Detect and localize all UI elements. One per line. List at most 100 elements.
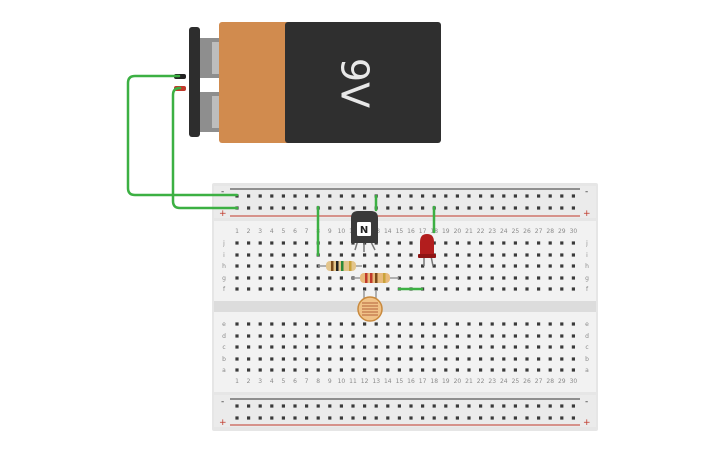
rail-hole-top-plus[interactable] <box>328 206 332 210</box>
terminal-hole-g[interactable] <box>293 276 297 280</box>
terminal-hole-h[interactable] <box>467 264 471 268</box>
terminal-hole-d[interactable] <box>235 334 239 338</box>
terminal-hole-e[interactable] <box>397 322 401 326</box>
terminal-hole-a[interactable] <box>432 368 436 372</box>
terminal-hole-a[interactable] <box>247 368 251 372</box>
terminal-hole-j[interactable] <box>571 241 575 245</box>
terminal-hole-b[interactable] <box>386 357 390 361</box>
rail-hole-bottom-minus[interactable] <box>421 404 425 408</box>
terminal-hole-i[interactable] <box>235 253 239 257</box>
terminal-hole-i[interactable] <box>490 253 494 257</box>
terminal-hole-d[interactable] <box>502 334 506 338</box>
terminal-hole-d[interactable] <box>374 334 378 338</box>
rail-hole-top-plus[interactable] <box>513 206 517 210</box>
terminal-hole-i[interactable] <box>537 253 541 257</box>
terminal-hole-a[interactable] <box>339 368 343 372</box>
rail-hole-bottom-plus[interactable] <box>397 416 401 420</box>
terminal-hole-j[interactable] <box>513 241 517 245</box>
terminal-hole-a[interactable] <box>525 368 529 372</box>
terminal-hole-j[interactable] <box>432 241 436 245</box>
terminal-hole-h[interactable] <box>305 264 309 268</box>
rail-hole-bottom-minus[interactable] <box>247 404 251 408</box>
terminal-hole-f[interactable] <box>467 287 471 291</box>
terminal-hole-f[interactable] <box>363 287 367 291</box>
rail-hole-bottom-plus[interactable] <box>305 416 309 420</box>
rail-hole-bottom-minus[interactable] <box>258 404 262 408</box>
terminal-hole-d[interactable] <box>455 334 459 338</box>
terminal-hole-f[interactable] <box>247 287 251 291</box>
rail-hole-bottom-minus[interactable] <box>502 404 506 408</box>
rail-hole-bottom-plus[interactable] <box>351 416 355 420</box>
rail-hole-top-plus[interactable] <box>560 206 564 210</box>
terminal-hole-a[interactable] <box>281 368 285 372</box>
terminal-hole-e[interactable] <box>432 322 436 326</box>
rail-hole-bottom-plus[interactable] <box>560 416 564 420</box>
rail-hole-top-plus[interactable] <box>363 206 367 210</box>
terminal-hole-f[interactable] <box>432 287 436 291</box>
breadboard-holes[interactable] <box>235 194 575 420</box>
rail-hole-bottom-minus[interactable] <box>305 404 309 408</box>
terminal-hole-c[interactable] <box>513 345 517 349</box>
rail-hole-top-minus[interactable] <box>421 194 425 198</box>
terminal-hole-f[interactable] <box>444 287 448 291</box>
terminal-hole-b[interactable] <box>258 357 262 361</box>
terminal-hole-d[interactable] <box>316 334 320 338</box>
rail-hole-bottom-plus[interactable] <box>571 416 575 420</box>
terminal-hole-c[interactable] <box>502 345 506 349</box>
rail-hole-top-plus[interactable] <box>281 206 285 210</box>
terminal-hole-b[interactable] <box>513 357 517 361</box>
terminal-hole-i[interactable] <box>397 253 401 257</box>
rail-hole-bottom-plus[interactable] <box>235 416 239 420</box>
terminal-hole-j[interactable] <box>444 241 448 245</box>
terminal-hole-h[interactable] <box>490 264 494 268</box>
rail-hole-top-minus[interactable] <box>432 194 436 198</box>
terminal-hole-d[interactable] <box>409 334 413 338</box>
terminal-hole-j[interactable] <box>235 241 239 245</box>
terminal-hole-i[interactable] <box>513 253 517 257</box>
terminal-hole-i[interactable] <box>386 253 390 257</box>
terminal-hole-g[interactable] <box>409 276 413 280</box>
rail-hole-bottom-plus[interactable] <box>374 416 378 420</box>
terminal-hole-i[interactable] <box>502 253 506 257</box>
terminal-hole-d[interactable] <box>293 334 297 338</box>
terminal-hole-h[interactable] <box>258 264 262 268</box>
terminal-hole-b[interactable] <box>537 357 541 361</box>
terminal-hole-a[interactable] <box>235 368 239 372</box>
terminal-hole-g[interactable] <box>444 276 448 280</box>
rail-hole-bottom-minus[interactable] <box>455 404 459 408</box>
terminal-hole-f[interactable] <box>281 287 285 291</box>
rail-hole-bottom-plus[interactable] <box>409 416 413 420</box>
rail-hole-bottom-minus[interactable] <box>537 404 541 408</box>
terminal-hole-b[interactable] <box>490 357 494 361</box>
terminal-hole-b[interactable] <box>455 357 459 361</box>
rail-hole-top-plus[interactable] <box>490 206 494 210</box>
terminal-hole-h[interactable] <box>270 264 274 268</box>
rail-hole-bottom-plus[interactable] <box>513 416 517 420</box>
rail-hole-bottom-minus[interactable] <box>397 404 401 408</box>
rail-hole-top-minus[interactable] <box>293 194 297 198</box>
rail-hole-top-minus[interactable] <box>455 194 459 198</box>
terminal-hole-j[interactable] <box>502 241 506 245</box>
rail-hole-top-plus[interactable] <box>293 206 297 210</box>
terminal-hole-a[interactable] <box>409 368 413 372</box>
terminal-hole-e[interactable] <box>293 322 297 326</box>
terminal-hole-i[interactable] <box>571 253 575 257</box>
terminal-hole-d[interactable] <box>328 334 332 338</box>
terminal-hole-b[interactable] <box>467 357 471 361</box>
terminal-hole-c[interactable] <box>363 345 367 349</box>
terminal-hole-d[interactable] <box>548 334 552 338</box>
rail-hole-bottom-minus[interactable] <box>281 404 285 408</box>
terminal-hole-b[interactable] <box>328 357 332 361</box>
rail-hole-bottom-plus[interactable] <box>444 416 448 420</box>
rail-hole-bottom-minus[interactable] <box>386 404 390 408</box>
rail-hole-bottom-plus[interactable] <box>455 416 459 420</box>
terminal-hole-i[interactable] <box>444 253 448 257</box>
terminal-hole-b[interactable] <box>560 357 564 361</box>
terminal-hole-e[interactable] <box>479 322 483 326</box>
rail-hole-top-minus[interactable] <box>537 194 541 198</box>
rail-hole-bottom-plus[interactable] <box>363 416 367 420</box>
terminal-hole-b[interactable] <box>339 357 343 361</box>
rail-hole-top-plus[interactable] <box>397 206 401 210</box>
terminal-hole-f[interactable] <box>351 287 355 291</box>
terminal-hole-g[interactable] <box>571 276 575 280</box>
